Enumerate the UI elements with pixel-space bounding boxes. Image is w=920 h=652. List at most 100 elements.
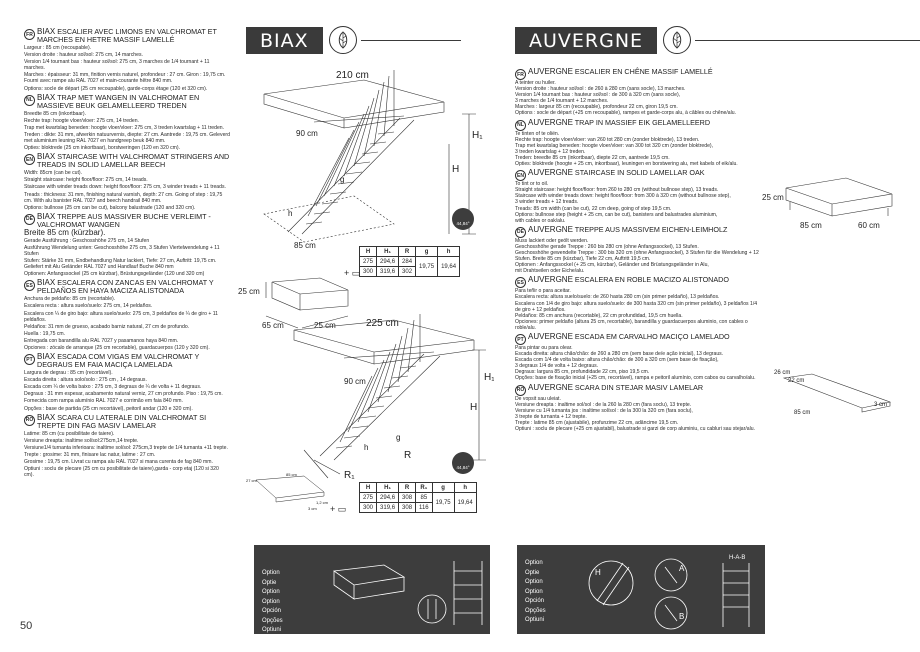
spec-line: roble/alu.: [515, 324, 536, 331]
spec-line: Degraus: largura 85 cm, profundidade 22 …: [515, 369, 650, 376]
biax-header-rule: [360, 39, 461, 41]
dim-plate-c: 85 cm: [794, 410, 810, 416]
table-cell: 319,6: [376, 502, 400, 513]
spec-line: Opções: base de fixação inicial (+25 cm,…: [515, 375, 756, 382]
spec-line: with cables or oak/alu.: [515, 217, 566, 224]
table-cell: 19,64: [453, 492, 477, 513]
spec-line: Para pintar ou para olear.: [515, 345, 573, 351]
rail-label-a: A: [679, 564, 685, 573]
spec-line: Marches : épaisseur: 31 mm, finition ver…: [24, 72, 226, 85]
auvergne-options-panel: Option Optie Option Option Opción Opções…: [517, 545, 765, 634]
spec-line: Escalera recta : altura suelo/suelo: 275…: [24, 303, 153, 310]
spec-line: Versiune dreapta: inaltime sol/sol:275cm…: [24, 437, 139, 444]
language-badge-icon: DE: [24, 213, 35, 225]
spec-line: Escada com 1/4 de volta baixo: altura ch…: [515, 357, 719, 364]
dim-depth: 90 cm: [344, 377, 366, 386]
lang-heading: AUVERGNE ESCALERA EN ROBLE MACIZO ALISTO…: [528, 276, 729, 284]
spec-line: Treads: 85 cm width (can be cut), 22 cm …: [515, 205, 672, 212]
spec-line: Version 1/4 tournant bas : hauteur sol/s…: [24, 59, 210, 72]
product-name: AUVERGNE: [528, 67, 573, 76]
option-label: Option: [262, 598, 280, 605]
spec-line: To tint or to oil.: [515, 181, 549, 188]
language-badge-icon: NL: [515, 119, 526, 131]
dim-h: H: [470, 402, 477, 413]
spec-line: Opciones : zócalo de arranque (25 cm rec…: [24, 345, 210, 351]
table-cell: 19,64: [437, 256, 461, 277]
language-badge-icon: RO: [515, 384, 526, 396]
dim-h-small: h: [364, 443, 368, 452]
spec-line: Options: bullnose (25 cm can be cut), ba…: [24, 204, 196, 211]
tread-plate-drawing: 27 cm 85 cm 1,2 cm 3 cm: [246, 472, 329, 511]
angle-label: 44,84°: [456, 465, 470, 470]
table-cell: 116: [415, 502, 433, 513]
option-label: Opción: [525, 598, 545, 604]
auvergne-bullnose-drawing: 25 cm 85 cm 60 cm: [762, 177, 893, 230]
spec-line: Width: 85cm (can be cut).: [24, 170, 83, 177]
lang-heading: AUVERGNE TRAP IN MASSIEF EIK GELAMELLEER…: [528, 118, 710, 127]
spec-line: 3 marches de 1/4 tournant + 12 marches.: [515, 98, 609, 105]
option-label: Opções: [262, 617, 283, 624]
language-badge-icon: ES: [24, 280, 35, 292]
spec-line: Gerade Ausführung : Geschosshöhe 275 cm,…: [24, 237, 150, 244]
table-cell: 284: [398, 256, 417, 267]
lang-heading: BIAX TRAP MET WANGEN IN VALCHROMAT EN MA…: [37, 93, 230, 110]
table-header: R₁: [415, 482, 433, 493]
spec-line: Treads : thickness: 31 mm, finishing nat…: [24, 191, 223, 204]
lang-heading: BIAX TREPPE AUS MASSIVER BUCHE VERLEIMT …: [37, 211, 230, 229]
dim-width: 210 cm: [336, 70, 369, 81]
spec-line: Muss lackiert oder geölt werden.: [515, 237, 589, 244]
lang-heading: AUVERGNE ESCADA EM CARVALHO MACIÇO LAMEL…: [528, 333, 730, 341]
product-name: AUVERGNE: [528, 168, 573, 178]
spec-line: Stufen: Stärke 31 mm, Endbehandlung Natu…: [24, 258, 217, 271]
table-header: h: [453, 482, 477, 493]
dim-plate-b: 85 cm: [286, 472, 298, 477]
lang-heading: AUVERGNE TREPPE AUS MASSIVEM EICHEN-LEIM…: [528, 225, 727, 234]
spec-table-winder: H H₁ R R₁ g h 275 294,6 308 85 19,75 19,…: [358, 482, 477, 513]
option-label: Option: [525, 579, 543, 585]
spec-line: Marches : largeur 85 cm (recoupable), pr…: [515, 104, 678, 111]
heading-text: TREPPE AUS MASSIVER BUCHE VERLEIMT - VAL…: [37, 211, 211, 229]
spec-line: Opties: bloktrede (hoogte + 25 cm, inkor…: [515, 161, 738, 168]
spec-line: Trepte : latime 85 cm (ajustabile), prof…: [515, 419, 679, 426]
spec-line: Straight staircase: height floor/floor: …: [515, 187, 719, 194]
options-list: Option Optie Option Option Opción Opções…: [525, 559, 546, 626]
table-cell: 19,75: [431, 492, 455, 513]
table-cell: 319,6: [376, 266, 400, 277]
spec-line: Options : socle de départ (+25 cm recoup…: [515, 110, 736, 117]
spec-line: Rechte trap: hoogte vloer/vloer: 275 cm,…: [24, 117, 139, 124]
spec-line: Options: socle de départ (25 cm recoupab…: [24, 85, 208, 92]
dim-h: H: [452, 164, 459, 175]
biax-header: BIAX: [246, 26, 461, 54]
spec-line: Geschosshöhe gerade Treppe : 260 bis 280…: [515, 243, 699, 250]
table-cell: 300: [358, 266, 378, 277]
product-name: BIAX: [37, 412, 56, 422]
product-name: BIAX: [37, 352, 56, 362]
spec-line: Escalera con 1/4 de giro bajo: altura su…: [515, 300, 758, 307]
table-header: R: [398, 246, 417, 257]
option-label: Option: [525, 588, 543, 595]
option-label: Opción: [262, 608, 282, 614]
table-cell: 308: [398, 502, 417, 513]
option-label: Optiuni: [525, 617, 545, 623]
option-label: Opções: [525, 607, 546, 614]
lang-heading: BIAX STAIRCASE WITH VALCHROMAT STRINGERS…: [37, 153, 230, 169]
spec-line: Escalera recta: altura suelo/suelo: de 2…: [515, 294, 720, 301]
language-badge-icon: EN: [515, 170, 526, 182]
options-list: Option Optie Option Option Opción Opções…: [262, 569, 283, 636]
table-cell: 294,6: [376, 256, 400, 267]
